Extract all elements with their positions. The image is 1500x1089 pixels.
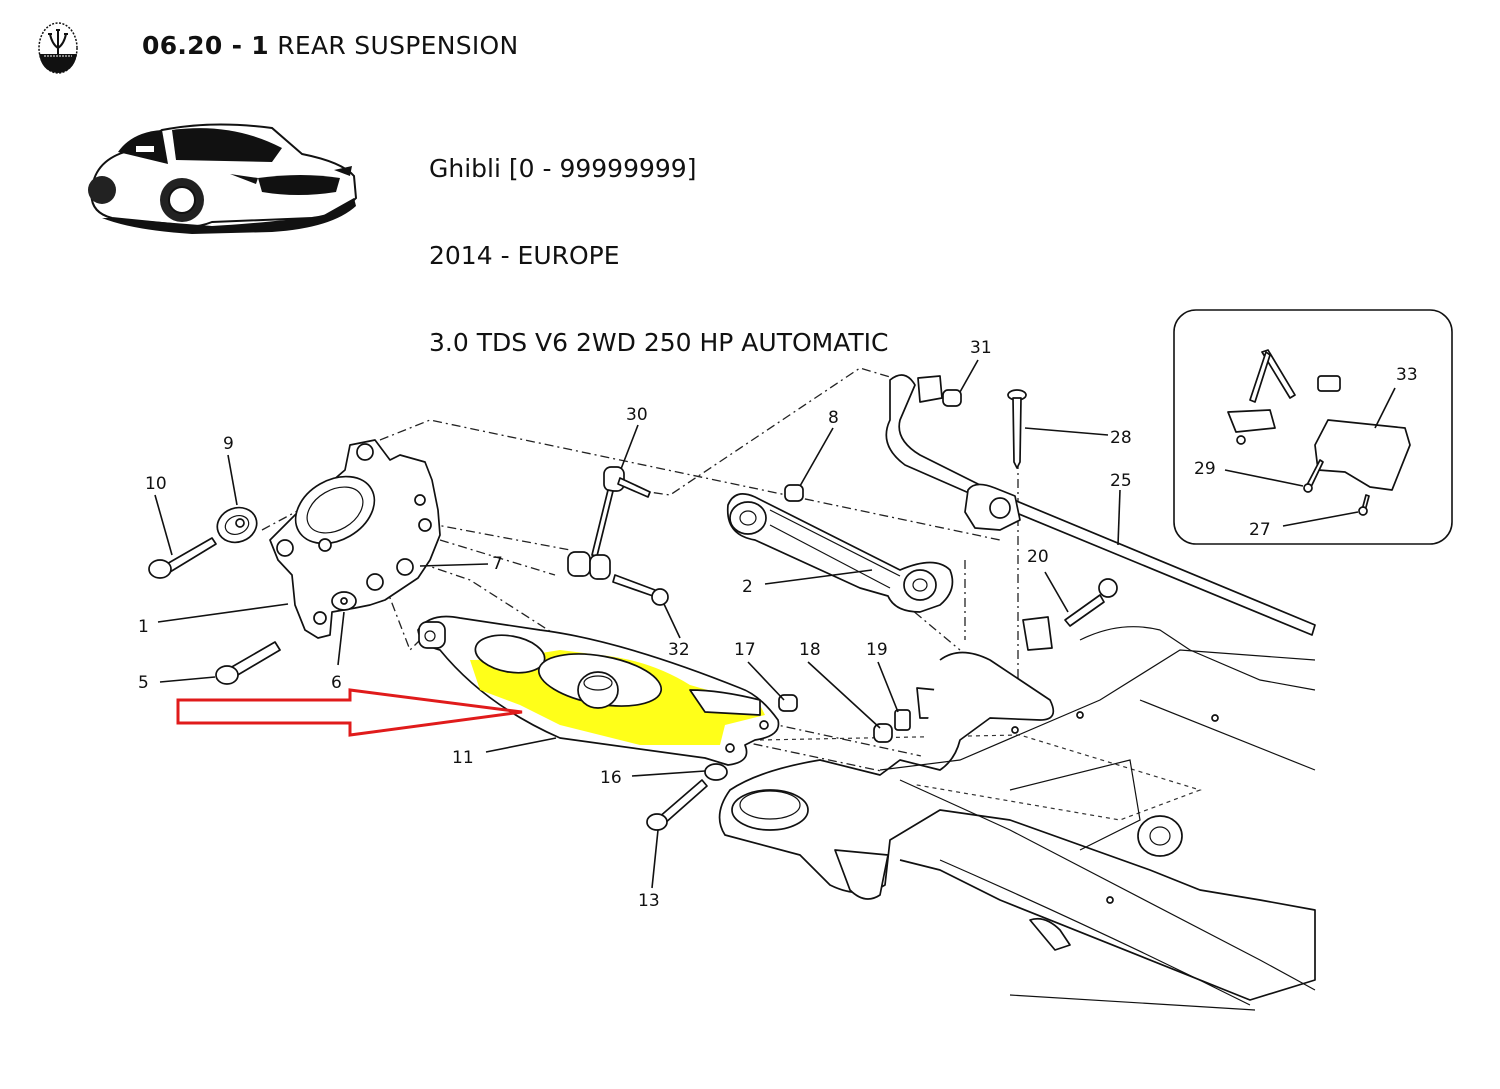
callout-9[interactable]: 9 [223, 434, 234, 454]
engine-spec: 3.0 TDS V6 2WD 250 HP AUTOMATIC [429, 328, 889, 357]
part-25-stabilizer-bar[interactable] [885, 374, 1316, 636]
inset-panel [1173, 309, 1453, 545]
part-29-bolt[interactable] [1303, 459, 1324, 493]
callout-32[interactable]: 32 [668, 640, 690, 660]
callout-5[interactable]: 5 [138, 673, 149, 693]
part-5-bolt[interactable] [215, 641, 281, 685]
callout-33[interactable]: 33 [1396, 365, 1418, 385]
part-28-bolt[interactable] [1007, 389, 1027, 469]
callout-8[interactable]: 8 [828, 408, 839, 428]
callout-25[interactable]: 25 [1110, 471, 1132, 491]
callout-11[interactable]: 11 [452, 748, 474, 768]
part-18-nut[interactable] [873, 723, 893, 743]
part-20-bolt[interactable] [1022, 578, 1118, 651]
maserati-logo-icon [38, 22, 78, 74]
callout-20[interactable]: 20 [1027, 547, 1049, 567]
leader-lines [154, 359, 1396, 889]
part-11-lower-control-arm[interactable] [417, 615, 780, 766]
callout-17[interactable]: 17 [734, 640, 756, 660]
part-16-washer[interactable] [704, 763, 728, 781]
part-2-control-arm[interactable] [726, 493, 954, 613]
page-title: 06.20 - 1 REAR SUSPENSION [142, 31, 519, 60]
part-6-washer[interactable] [331, 591, 357, 611]
callout-6[interactable]: 6 [331, 673, 342, 693]
callout-10[interactable]: 10 [145, 474, 167, 494]
callout-30[interactable]: 30 [626, 405, 648, 425]
callout-18[interactable]: 18 [799, 640, 821, 660]
callout-19[interactable]: 19 [866, 640, 888, 660]
callout-7[interactable]: 7 [492, 554, 503, 574]
part-27-bolt[interactable] [1358, 494, 1370, 516]
callout-13[interactable]: 13 [638, 891, 660, 911]
part-32-bolt[interactable] [612, 574, 669, 606]
part-8-nut[interactable] [784, 484, 804, 502]
callout-labels: 10 9 1 5 6 7 30 32 8 2 31 28 25 20 17 18… [138, 338, 1418, 911]
part-13-bolt[interactable] [646, 779, 708, 831]
callout-28[interactable]: 28 [1110, 428, 1132, 448]
part-9-washer[interactable] [212, 502, 261, 548]
part-31-nut[interactable] [942, 389, 962, 407]
section-title: REAR SUSPENSION [277, 31, 519, 60]
part-1-knuckle[interactable] [269, 439, 441, 639]
vehicle-info: Ghibli [0 - 99999999] 2014 - EUROPE 3.0 … [429, 96, 889, 386]
section-code: 06.20 - 1 [142, 31, 269, 60]
year-market: 2014 - EUROPE [429, 241, 620, 270]
callout-27[interactable]: 27 [1249, 520, 1271, 540]
part-30-stabilizer-link[interactable] [567, 466, 651, 580]
part-10-bolt[interactable] [148, 537, 217, 579]
callout-2[interactable]: 2 [742, 577, 753, 597]
callout-16[interactable]: 16 [600, 768, 622, 788]
highlight-arrow [176, 688, 523, 737]
rear-subframe [718, 626, 1316, 1011]
callout-1[interactable]: 1 [138, 617, 149, 637]
callout-31[interactable]: 31 [970, 338, 992, 358]
model-line: Ghibli [0 - 99999999] [429, 154, 697, 183]
car-thumbnail [88, 123, 358, 234]
callout-29[interactable]: 29 [1194, 459, 1216, 479]
part-33-sensor-bracket[interactable] [1227, 349, 1411, 491]
